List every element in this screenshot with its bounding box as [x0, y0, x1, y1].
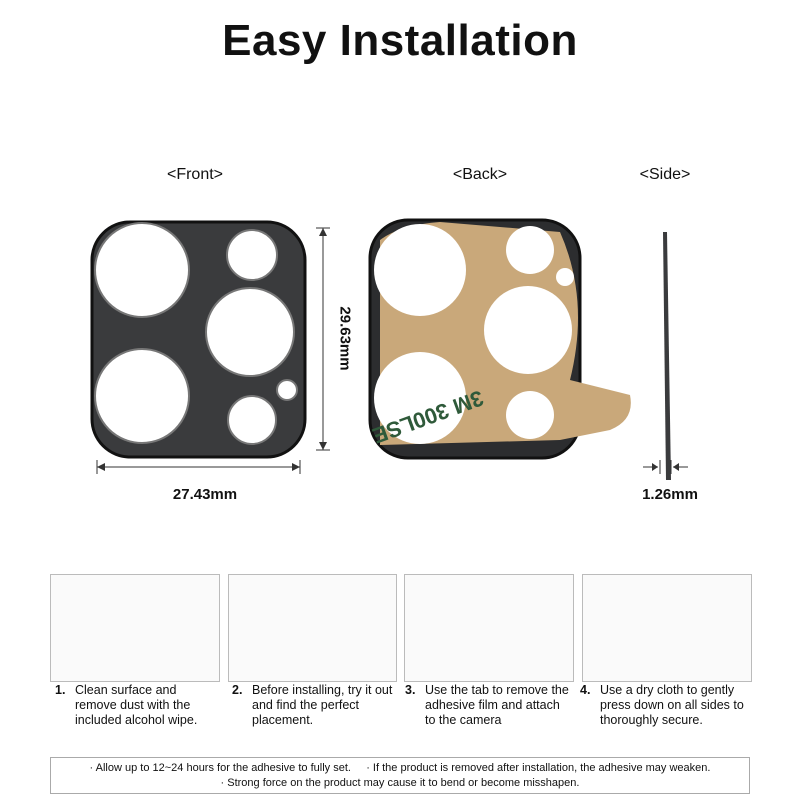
width-dimension: 27.43mm [172, 486, 238, 503]
side-profile [663, 232, 671, 480]
product-drawings: 3M 300LSE [90, 218, 688, 480]
back-plate [368, 218, 631, 460]
note-line: · Allow up to 12~24 hours for the adhesi… [89, 762, 711, 774]
back-label: <Back> [452, 166, 508, 183]
step-1-illustration [50, 574, 220, 682]
front-plate [90, 220, 307, 459]
step-2-illustration [228, 574, 397, 682]
step-1: 1.Clean surface and remove dust with the… [55, 683, 198, 727]
page-title: Easy Installation [222, 16, 578, 65]
front-label: <Front> [166, 166, 224, 183]
height-dimension: 29.63mm [336, 306, 354, 371]
step-2: 2.Before installing, try it out and find… [232, 683, 393, 727]
thickness-dimension: 1.26mm [642, 486, 698, 503]
step-4-illustration [582, 574, 752, 682]
side-label: <Side> [639, 166, 691, 183]
step-4: 4.Use a dry cloth to gently press down o… [580, 683, 744, 727]
note-line: · Strong force on the product may cause … [220, 777, 580, 789]
step-3: 3.Use the tab to remove the adhesive fil… [405, 683, 569, 727]
step-3-illustration [404, 574, 574, 682]
notes-box: · Allow up to 12~24 hours for the adhesi… [50, 757, 750, 794]
